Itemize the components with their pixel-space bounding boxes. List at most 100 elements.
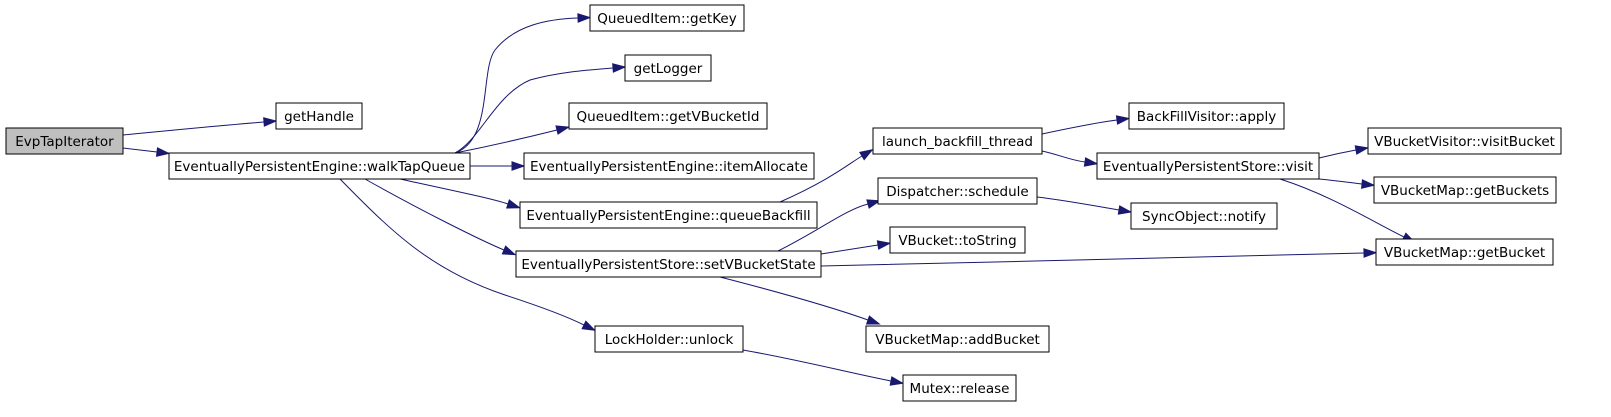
nodes-layer: EvpTapIterator getHandleEventuallyPersist… bbox=[5, 4, 1562, 402]
node-box[interactable] bbox=[1367, 127, 1562, 155]
arrowhead-icon bbox=[263, 117, 278, 127]
edge-line bbox=[1041, 119, 1118, 135]
arrowhead-icon bbox=[511, 161, 526, 171]
node-box[interactable] bbox=[5, 127, 124, 155]
node-box[interactable] bbox=[568, 102, 768, 130]
node-n16[interactable]: EventuallyPersistentStore::visit bbox=[1096, 152, 1320, 180]
edge-n0-n1 bbox=[122, 117, 278, 136]
node-label: VBucketMap::getBuckets bbox=[1381, 183, 1549, 199]
node-n6[interactable]: EventuallyPersistentEngine::itemAllocate bbox=[523, 152, 815, 180]
node-label: EventuallyPersistentStore::setVBucketSta… bbox=[521, 257, 815, 273]
node-box[interactable] bbox=[1130, 202, 1278, 230]
node-n8[interactable]: EventuallyPersistentStore::setVBucketSta… bbox=[515, 250, 822, 278]
node-n5[interactable]: QueuedItem::getVBucketId bbox=[568, 102, 768, 130]
arrowhead-icon bbox=[1363, 248, 1378, 258]
edge-line bbox=[454, 67, 614, 154]
edge-n11-n17 bbox=[1036, 196, 1133, 215]
node-box[interactable] bbox=[902, 374, 1017, 402]
node-label: VBucketMap::addBucket bbox=[875, 332, 1040, 348]
node-label: LockHolder::unlock bbox=[605, 332, 734, 348]
node-n10[interactable]: launch_backfill_thread bbox=[872, 127, 1043, 155]
node-label: getLogger bbox=[634, 61, 703, 77]
edge-line bbox=[820, 252, 1365, 267]
node-n1[interactable]: getHandle bbox=[275, 102, 363, 130]
node-label: launch_backfill_thread bbox=[882, 134, 1033, 150]
node-box[interactable] bbox=[872, 127, 1043, 155]
node-n0[interactable]: EvpTapIterator bbox=[5, 127, 124, 155]
node-n13[interactable]: VBucketMap::addBucket bbox=[865, 325, 1050, 353]
node-box[interactable] bbox=[515, 250, 822, 278]
node-n12[interactable]: VBucket::toString bbox=[889, 226, 1026, 254]
edge-n2-n9 bbox=[339, 178, 597, 331]
node-n18[interactable]: VBucketVisitor::visitBucket bbox=[1367, 127, 1562, 155]
node-box[interactable] bbox=[168, 152, 471, 180]
node-label: EventuallyPersistentEngine::walkTapQueue bbox=[174, 159, 465, 175]
node-box[interactable] bbox=[889, 226, 1026, 254]
node-label: EventuallyPersistentEngine::itemAllocate bbox=[530, 159, 808, 175]
node-n11[interactable]: Dispatcher::schedule bbox=[877, 177, 1038, 205]
node-box[interactable] bbox=[624, 54, 712, 82]
edge-line bbox=[454, 17, 579, 154]
node-box[interactable] bbox=[1128, 102, 1285, 130]
node-n9[interactable]: LockHolder::unlock bbox=[594, 325, 744, 353]
edge-line bbox=[1279, 178, 1405, 238]
edge-line bbox=[122, 121, 265, 136]
arrowhead-icon bbox=[1354, 145, 1370, 155]
edge-n10-n15 bbox=[1041, 115, 1131, 135]
edge-n16-n18 bbox=[1318, 145, 1370, 159]
node-box[interactable] bbox=[589, 4, 745, 32]
node-label: VBucket::toString bbox=[898, 233, 1016, 249]
node-n15[interactable]: BackFillVisitor::apply bbox=[1128, 102, 1285, 130]
node-label: Dispatcher::schedule bbox=[886, 184, 1029, 200]
node-n2[interactable]: EventuallyPersistentEngine::walkTapQueue bbox=[168, 152, 471, 180]
node-n14[interactable]: Mutex::release bbox=[902, 374, 1017, 402]
arrowhead-icon bbox=[865, 315, 881, 325]
arrowhead-icon bbox=[859, 149, 874, 161]
arrowhead-icon bbox=[1115, 115, 1131, 125]
node-label: getHandle bbox=[284, 109, 354, 125]
arrowhead-icon bbox=[612, 63, 627, 73]
edge-n8-n13 bbox=[719, 276, 881, 325]
node-label: BackFillVisitor::apply bbox=[1137, 109, 1276, 125]
arrowhead-icon bbox=[555, 125, 571, 135]
node-n17[interactable]: SyncObject::notify bbox=[1130, 202, 1278, 230]
node-box[interactable] bbox=[523, 152, 815, 180]
arrowhead-icon bbox=[506, 199, 521, 209]
edge-line bbox=[454, 129, 558, 154]
edge-n2-n8 bbox=[364, 178, 517, 256]
node-n19[interactable]: VBucketMap::getBuckets bbox=[1373, 176, 1557, 204]
edge-n2-n7 bbox=[399, 178, 521, 209]
node-box[interactable] bbox=[877, 177, 1038, 205]
node-box[interactable] bbox=[519, 201, 818, 229]
arrowhead-icon bbox=[577, 13, 592, 23]
arrowhead-icon bbox=[155, 147, 171, 157]
arrowhead-icon bbox=[876, 240, 892, 250]
edge-n16-n19 bbox=[1318, 178, 1376, 189]
node-n3[interactable]: QueuedItem::getKey bbox=[589, 4, 745, 32]
node-n20[interactable]: VBucketMap::getBucket bbox=[1375, 238, 1554, 266]
edge-line bbox=[777, 203, 869, 252]
node-label: Mutex::release bbox=[910, 381, 1010, 397]
node-box[interactable] bbox=[1373, 176, 1557, 204]
edge-n2-n5 bbox=[454, 125, 571, 154]
node-n4[interactable]: getLogger bbox=[624, 54, 712, 82]
node-label: EventuallyPersistentEngine::queueBackfil… bbox=[526, 208, 810, 224]
edges-layer bbox=[122, 13, 1417, 386]
edge-line bbox=[1041, 150, 1086, 163]
edge-n0-n2 bbox=[122, 147, 171, 157]
node-box[interactable] bbox=[1096, 152, 1320, 180]
edge-line bbox=[1318, 178, 1363, 185]
edge-line bbox=[339, 178, 585, 326]
node-box[interactable] bbox=[594, 325, 744, 353]
node-box[interactable] bbox=[1375, 238, 1554, 266]
edge-line bbox=[779, 155, 863, 203]
node-n7[interactable]: EventuallyPersistentEngine::queueBackfil… bbox=[519, 201, 818, 229]
node-label: QueuedItem::getKey bbox=[597, 11, 736, 27]
arrowhead-icon bbox=[1117, 205, 1133, 215]
edge-n7-n10 bbox=[779, 149, 874, 203]
edge-n8-n11 bbox=[777, 199, 882, 252]
node-box[interactable] bbox=[275, 102, 363, 130]
node-label: QueuedItem::getVBucketId bbox=[577, 109, 760, 125]
node-box[interactable] bbox=[865, 325, 1050, 353]
